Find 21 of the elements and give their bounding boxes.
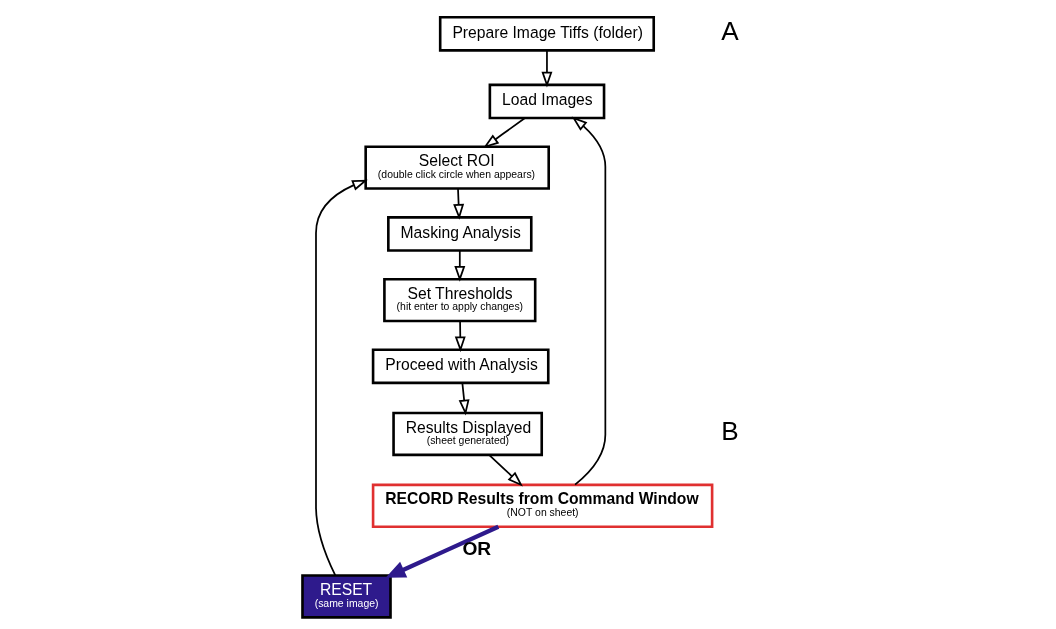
node-box: Masking Analysis — [387, 216, 533, 252]
node-box: Proceed with Analysis — [371, 348, 550, 385]
node-box: Results Displayed (sheet generated) — [392, 411, 544, 457]
edge-label: OR — [462, 538, 492, 560]
node-box: Set Thresholds (hit enter to apply changes) — [383, 277, 537, 323]
arrow — [488, 454, 523, 487]
node-box: RESET (same image) — [301, 574, 392, 619]
arrow — [541, 49, 553, 88]
arrow — [454, 249, 466, 282]
arrow — [483, 117, 526, 149]
arrow — [571, 116, 607, 486]
arrow — [454, 320, 466, 353]
label: B — [721, 416, 739, 447]
node-box: RECORD Results from Command Window (NOT on sheet) — [371, 483, 714, 529]
label: A — [721, 16, 739, 47]
node-box: Load Images — [488, 83, 606, 120]
node-box: Select ROI (double click circle when appears) — [364, 145, 550, 190]
node-box: Prepare Image Tiffs (folder) — [438, 16, 656, 52]
arrow — [458, 382, 470, 416]
arrow — [315, 179, 368, 577]
arrow — [385, 524, 500, 578]
